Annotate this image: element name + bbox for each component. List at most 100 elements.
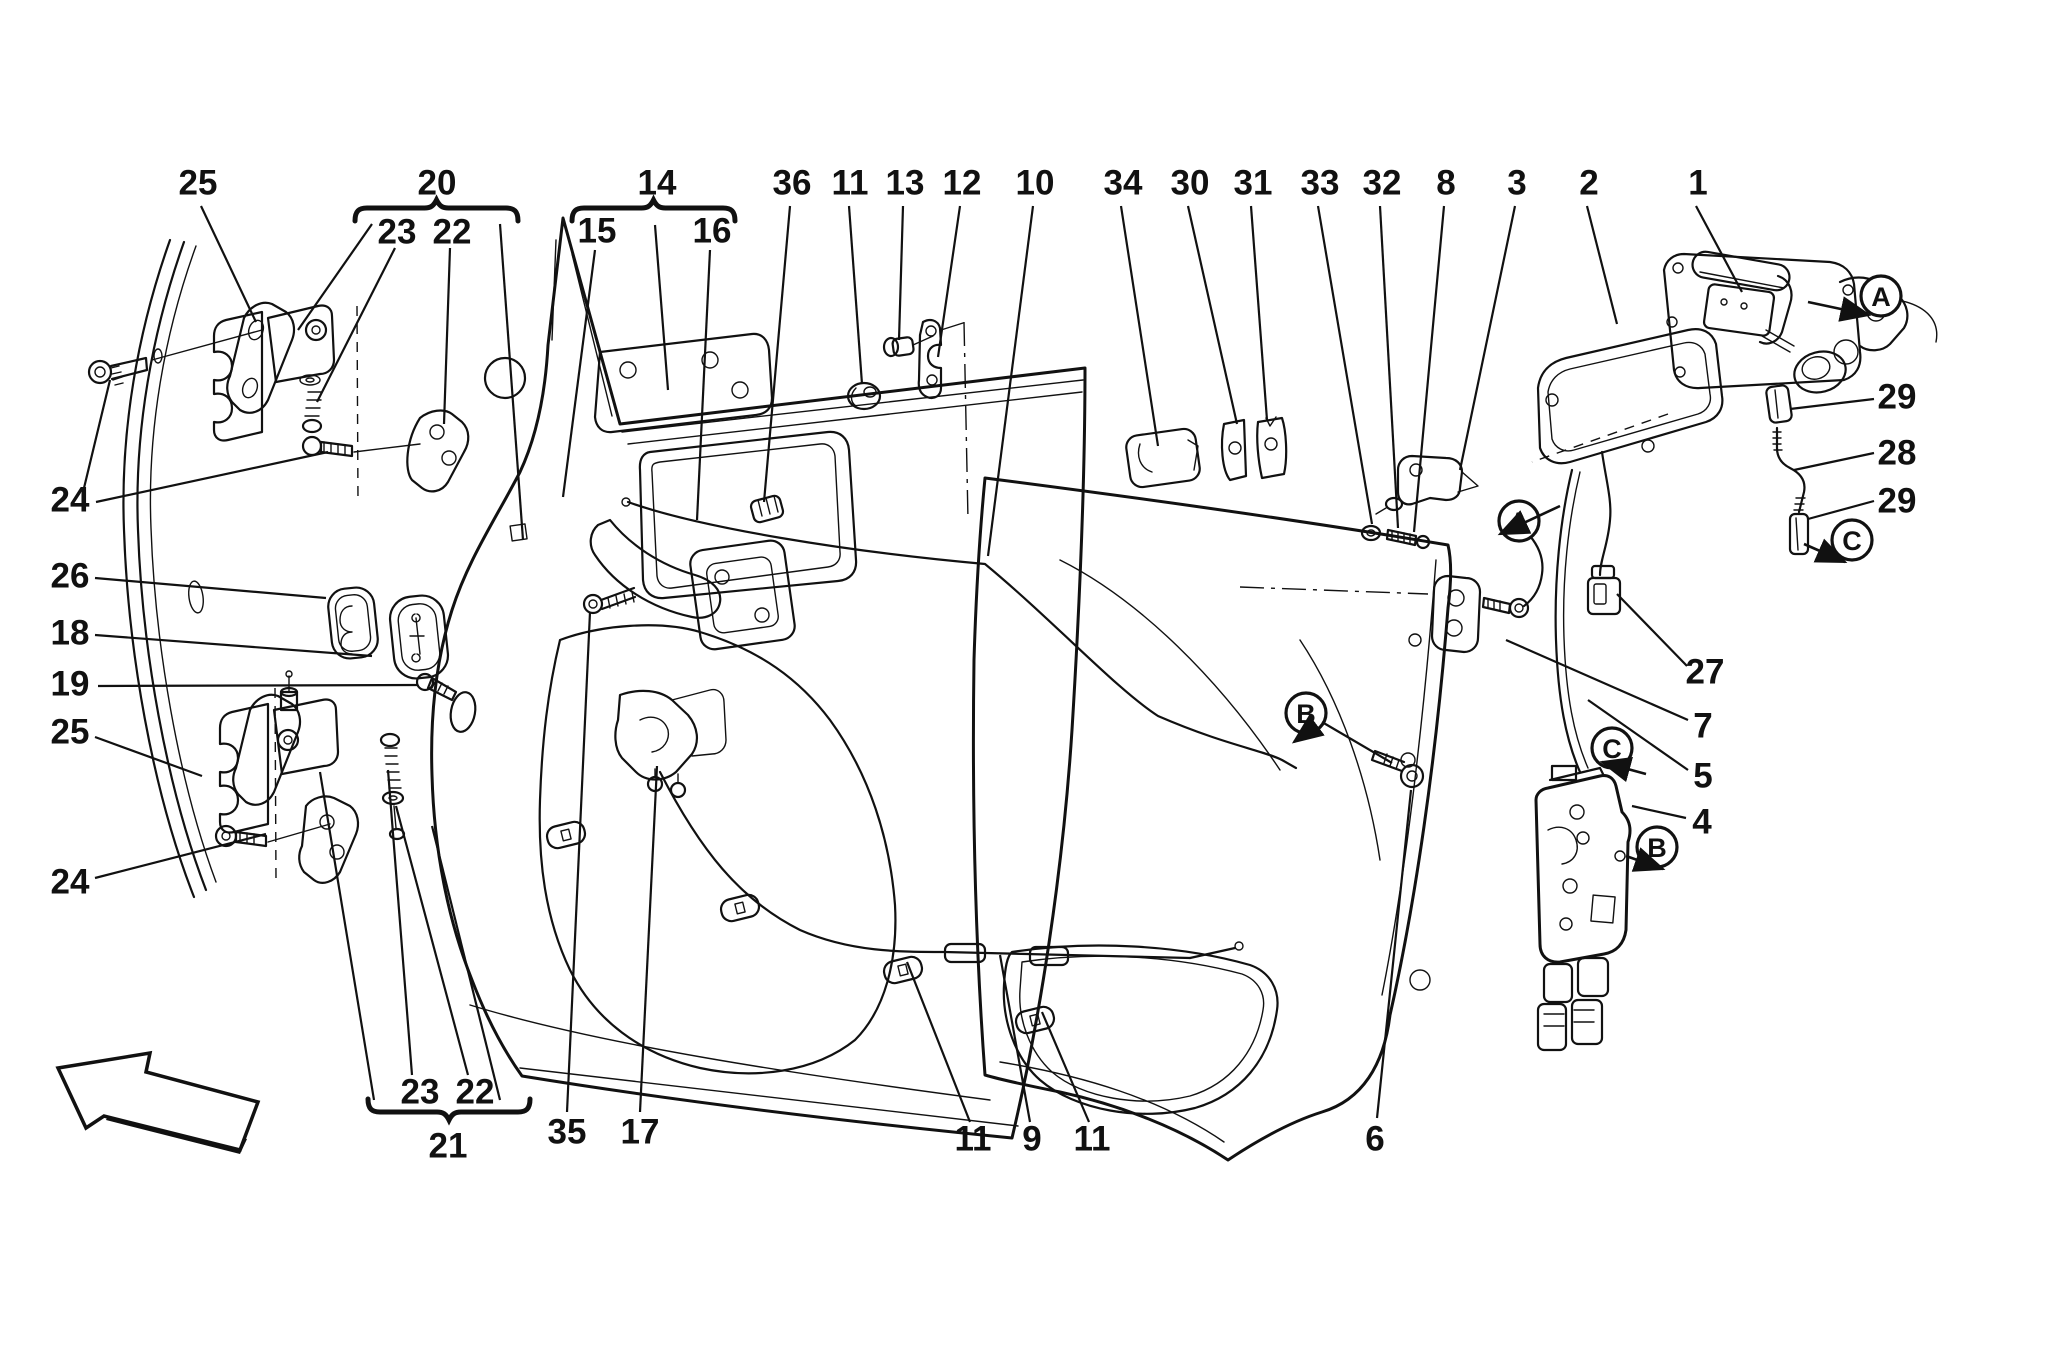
leader-line (1585, 205, 1619, 325)
bracket-b21 (365, 1096, 533, 1126)
leader-line (936, 205, 962, 358)
lock-cable (1586, 450, 1622, 616)
bowden-cable (658, 770, 1244, 967)
view-marker-letter-A1: A (1871, 282, 1891, 312)
part-callout-c19: 19 (51, 665, 90, 704)
part-callout-c11b: 11 (955, 1120, 992, 1159)
part-callout-c17: 17 (621, 1113, 660, 1152)
leader-line (1249, 205, 1269, 421)
leader-line (1631, 804, 1687, 820)
leader-line (430, 825, 502, 1101)
part-callout-c5: 5 (1693, 757, 1712, 796)
leader-line (316, 247, 396, 403)
view-marker-arrow-B1 (1291, 714, 1325, 744)
door-lock-assembly (1534, 764, 1632, 1052)
part-callout-c13: 13 (886, 164, 925, 203)
part-callout-c33: 33 (1301, 164, 1340, 203)
leader-line (318, 771, 376, 1101)
leader-line (905, 961, 972, 1123)
leader-line (1458, 205, 1517, 471)
upper-hinge-assembly (87, 301, 470, 503)
control-rods (621, 468, 1589, 774)
view-marker-letter-C2: C (1602, 734, 1622, 764)
part-callout-b21: 21 (429, 1127, 468, 1166)
part-callout-c1: 1 (1688, 164, 1707, 203)
leader-line (1412, 205, 1446, 533)
direction-arrow-body (55, 1050, 261, 1153)
view-marker-arrow-A2 (1497, 504, 1561, 536)
leader-line (1616, 593, 1688, 667)
leader-line (94, 735, 203, 778)
view-marker-arrow-A1 (1807, 296, 1872, 322)
part-callout-c24a: 24 (51, 481, 90, 520)
view-marker-arrow-C1 (1803, 538, 1848, 564)
direction-arrow (55, 1050, 261, 1154)
part-callout-c2: 2 (1579, 164, 1598, 203)
part-callout-c24b: 24 (51, 863, 90, 902)
bracket-b20 (352, 194, 521, 224)
leader-line (653, 224, 670, 391)
lock-striker (1430, 534, 1544, 654)
view-marker-letter-C1: C (1842, 526, 1862, 556)
interior-handle-assembly (582, 332, 796, 651)
leader-line (442, 247, 452, 425)
leader-line (1378, 205, 1400, 529)
leader-line (1505, 638, 1689, 722)
leader-line (82, 379, 112, 489)
front-door-edge (122, 238, 217, 899)
part-callout-b14: 14 (638, 164, 677, 203)
part-callout-c11c: 11 (1074, 1120, 1111, 1159)
part-callout-c8: 8 (1436, 164, 1455, 203)
lock-rod-and-caps (1765, 384, 1810, 556)
part-callout-c9: 9 (1022, 1120, 1041, 1159)
part-callout-c22b: 22 (456, 1073, 495, 1112)
upper-right-fasteners (1125, 416, 1479, 550)
leader-line (1040, 1011, 1091, 1123)
part-callout-c16: 16 (693, 212, 732, 251)
leader-line (394, 805, 470, 1076)
leader-line (386, 769, 414, 1076)
part-callout-c29b: 29 (1878, 482, 1917, 521)
leader-line (1186, 205, 1239, 425)
handle-gasket (1531, 328, 1724, 465)
leader-line (97, 683, 419, 688)
leader-line (1316, 205, 1374, 525)
part-callout-c27: 27 (1686, 653, 1725, 692)
part-callout-c22a: 22 (433, 213, 472, 252)
leader-line (1695, 205, 1743, 293)
leader-line (1321, 721, 1393, 764)
part-callout-c23b: 23 (401, 1073, 440, 1112)
leader-line (695, 249, 712, 521)
part-callout-c26: 26 (51, 557, 90, 596)
part-callout-c4: 4 (1692, 803, 1712, 842)
part-callout-c11a: 11 (832, 164, 869, 203)
part-callout-c25b: 25 (51, 713, 90, 752)
leader-line (94, 633, 373, 658)
part-callout-c29a: 29 (1878, 378, 1917, 417)
view-marker-arrow-B2 (1625, 847, 1666, 872)
leader-line (94, 832, 267, 880)
leader-lines (82, 205, 1875, 1123)
door-outer-shell (971, 476, 1453, 1162)
door-inner-panel (430, 216, 1087, 1140)
leader-line (847, 205, 864, 385)
check-strap-grommets (327, 586, 458, 702)
leader-line (1789, 397, 1875, 411)
leader-line (986, 205, 1035, 557)
view-marker-letter-B1: B (1296, 699, 1316, 729)
part-callout-c23a: 23 (378, 213, 417, 252)
part-callout-c18: 18 (51, 614, 90, 653)
part-callout-c35: 35 (548, 1113, 587, 1152)
bracket-b14 (569, 194, 738, 224)
part-callout-c10: 10 (1016, 164, 1055, 203)
part-callout-c6: 6 (1365, 1120, 1384, 1159)
part-callout-b20: 20 (418, 164, 457, 203)
part-callout-c31: 31 (1234, 164, 1273, 203)
part-callout-c7: 7 (1693, 707, 1712, 746)
leader-line (1793, 451, 1875, 472)
exterior-handle-assembly (1662, 250, 1938, 394)
part-callout-c15: 15 (578, 212, 617, 251)
